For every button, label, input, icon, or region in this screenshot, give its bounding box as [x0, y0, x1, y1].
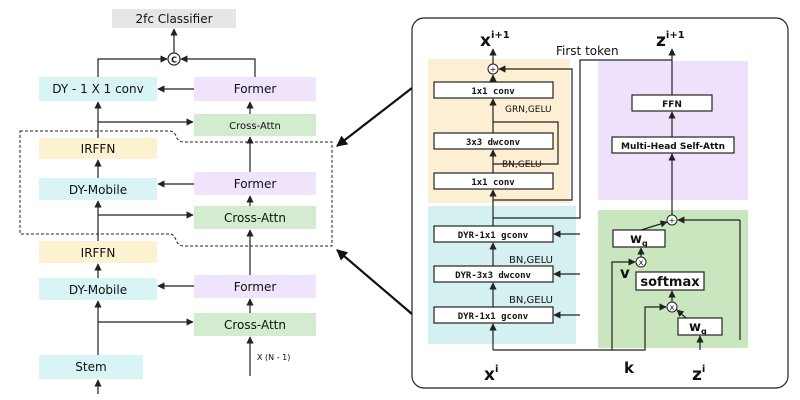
irffn-2-label: IRFFN: [81, 246, 116, 260]
z-current-label: zi: [692, 364, 705, 385]
x-current-label: xi: [484, 364, 498, 385]
repeated-block-outline: [19, 130, 333, 247]
conv1x1-bottom-label: 1x1 conv: [471, 178, 515, 188]
add-symbol-crossattn: +: [669, 216, 676, 225]
crossattn-bot-label: Cross-Attn: [224, 318, 286, 332]
x-next-label: xi+1: [480, 30, 510, 51]
irffn-1-box: [39, 138, 157, 159]
former-bot-label: Former: [234, 280, 277, 294]
wq-bottom-label: wq: [689, 320, 707, 336]
mhsa-box: [611, 136, 735, 154]
x-input-label: X (N - 1): [257, 353, 290, 362]
detail-panel: xi+1 zi+1 First token + 1x1 conv GRN,GEL…: [411, 17, 789, 389]
softmax-label: softmax: [640, 275, 700, 290]
crossattn-bot-box: [194, 313, 316, 336]
left-arrows: [94, 28, 256, 394]
former-mid-box: [194, 172, 316, 195]
dymobile-2-label: DY-Mobile: [69, 283, 127, 297]
dyr-dwconv-label: DYR-3x3 dwconv: [455, 271, 531, 281]
k-label: k: [624, 359, 635, 377]
dymobile-1-label: DY-Mobile: [69, 183, 127, 197]
concat-label: C: [171, 56, 177, 65]
stem-box: [39, 355, 143, 379]
zoom-arrow-top: [336, 87, 413, 147]
wq-top-box: [612, 229, 666, 248]
multiply-symbol-bottom: x: [670, 303, 675, 312]
former-panel: [598, 61, 748, 200]
dy-conv-box: [39, 77, 157, 101]
classifier-box: [112, 9, 236, 28]
crossattn-mid-label: Cross-Attn: [224, 211, 286, 225]
dwconv3x3-label: 3x3 dwconv: [466, 138, 521, 148]
crossattn-top-label: Cross-Attn: [229, 121, 281, 132]
crossattn-top-box: [194, 114, 316, 136]
irffn-2-box: [39, 241, 157, 263]
dymobile-1-box: [39, 178, 157, 200]
dy-conv-label: DY - 1 X 1 conv: [52, 82, 143, 96]
conv1x1-top-label: 1x1 conv: [471, 87, 515, 97]
bn-gelu-1-label: BN,GELU: [502, 160, 542, 170]
zoom-arrow-bottom: [336, 249, 413, 315]
add-symbol: +: [490, 65, 497, 74]
dyr-gconv-top-label: DYR-1x1 gconv: [458, 231, 529, 241]
softmax-box: [635, 271, 705, 291]
classifier-label: 2fc Classifier: [135, 12, 212, 26]
former-bot-box: [194, 275, 316, 298]
ffn-label: FFN: [662, 100, 682, 110]
bn-gelu-3-label: BN,GELU: [509, 295, 553, 306]
z-next-label: zi+1: [656, 30, 685, 51]
multiply-symbol-top: x: [639, 258, 644, 267]
first-token-label: First token: [556, 44, 619, 58]
mhsa-label: Multi-Head Self-Attn: [621, 142, 725, 152]
detail-arrows: [489, 48, 741, 351]
left-network: 2fc Classifier C DY - 1 X 1 conv Former …: [19, 9, 413, 394]
bn-gelu-2-label: BN,GELU: [509, 255, 553, 266]
former-top-box: [194, 77, 316, 101]
irffn-1-label: IRFFN: [81, 142, 116, 156]
former-mid-label: Former: [234, 177, 277, 191]
stem-label: Stem: [75, 360, 106, 374]
wq-bottom-box: [677, 317, 723, 336]
crossattn-mid-box: [194, 206, 316, 229]
dyr-gconv-bottom-label: DYR-1x1 gconv: [458, 312, 529, 322]
dymobile-2-box: [39, 278, 157, 300]
former-top-label: Former: [234, 82, 277, 96]
wq-top-label: wq: [630, 232, 648, 248]
grn-gelu-label: GRN,GELU: [505, 105, 552, 115]
v-label: v: [620, 264, 630, 282]
